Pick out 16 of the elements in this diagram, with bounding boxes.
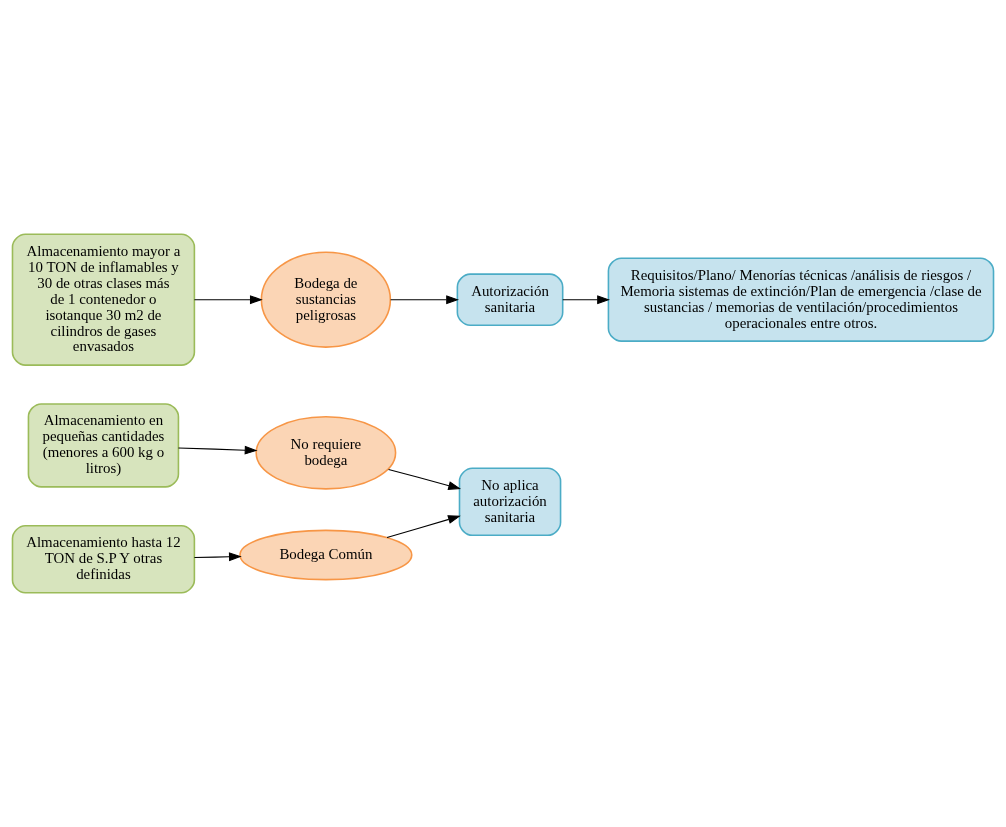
node-box: Almacenamiento hasta 12 TON de S.P Y otras definidas xyxy=(11,524,196,594)
node-box: Requisitos/Plano/ Menorías técnicas /análisis de riesgos / Memoria sistemas de extinción/Plan de emergencia /clase de sustancias / memorias de ventilación/procedimientos operacionales entre otros. xyxy=(607,257,995,342)
arrow xyxy=(390,295,459,305)
arrow xyxy=(177,445,258,455)
node-box: No aplica autorización sanitaria xyxy=(458,467,562,537)
arrow xyxy=(193,295,263,305)
arrow xyxy=(193,552,242,562)
node-ellipse: No requiere bodega xyxy=(255,416,397,490)
node-box: Almacenamiento mayor a 10 TON de inflamables y 30 de otras clases más de 1 contenedor o isotanque 30 m2 de cilindros de gases envasados xyxy=(11,233,196,366)
node-ellipse: Bodega de sustancias peligrosas xyxy=(260,251,392,348)
arrow xyxy=(386,515,461,538)
node-box: Almacenamiento en pequeñas cantidades (menores a 600 kg o litros) xyxy=(27,403,180,488)
arrow xyxy=(388,468,461,490)
node-ellipse: Bodega Común xyxy=(239,529,413,581)
arrow xyxy=(562,295,610,305)
node-box: Autorización sanitaria xyxy=(456,273,564,326)
